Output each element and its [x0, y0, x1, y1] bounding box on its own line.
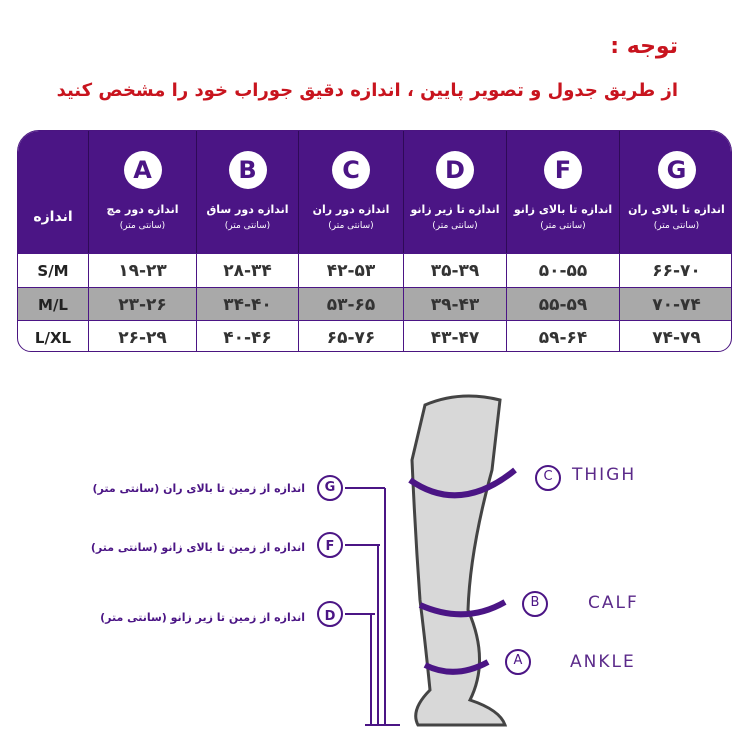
girth-label: ANKLE — [570, 652, 636, 672]
size-value: ۷۰-۷۴ — [619, 288, 731, 321]
letter-badge: G — [657, 151, 696, 189]
leg-diagram — [317, 394, 561, 727]
size-value: ۶۶-۷۰ — [619, 254, 731, 288]
notice-title: توجه : — [610, 34, 678, 59]
size-value: ۵۳-۶۵ — [298, 288, 403, 321]
height-letter: F — [325, 539, 335, 554]
column-header-f: F اندازه تا بالای زانو (سانتی متر) — [506, 131, 619, 253]
letter-badge: F — [544, 151, 582, 189]
column-unit: (سانتی متر) — [653, 221, 700, 231]
column-header-g: G اندازه تا بالای ران (سانتی متر) — [619, 131, 731, 253]
leg-outline — [410, 394, 508, 727]
column-unit: (سانتی متر) — [540, 221, 586, 231]
measure-lines — [345, 487, 400, 726]
girth-letter: A — [513, 653, 523, 668]
girth-letter: B — [530, 595, 540, 610]
size-value: ۶۵-۷۶ — [298, 321, 403, 351]
letter-badge: D — [436, 151, 474, 189]
height-label: اندازه از زمین تا زیر زانو (سانتی متر) — [100, 611, 305, 624]
size-label: S/M — [37, 262, 69, 280]
height-label: اندازه از زمین تا بالای زانو (سانتی متر) — [90, 541, 305, 554]
column-header-a: A اندازه دور مچ (سانتی متر) — [88, 131, 196, 253]
size-value: ۳۴-۴۰ — [196, 288, 298, 321]
height-letter: D — [324, 609, 336, 624]
letter-badge: A — [123, 151, 162, 189]
column-label: اندازه دور ساق — [206, 203, 289, 216]
column-unit: (سانتی متر) — [224, 221, 271, 231]
column-header-c: C اندازه دور ران (سانتی متر) — [298, 131, 403, 253]
table-header: اندازه A اندازه دور مچ (سانتی متر) B اندازه … — [18, 131, 731, 253]
size-label: L/XL — [34, 328, 72, 347]
size-value: ۴۰-۴۶ — [196, 321, 298, 351]
letter-badge: C — [332, 151, 370, 189]
column-header-d: D اندازه تا زیر زانو (سانتی متر) — [403, 131, 506, 253]
height-letter: G — [324, 480, 336, 495]
size-value: ۴۳-۴۷ — [403, 321, 506, 351]
column-unit: (سانتی متر) — [119, 221, 166, 231]
column-label: اندازه تا بالای زانو — [513, 203, 613, 216]
height-label: اندازه از زمین تا بالای ران (سانتی متر) — [92, 482, 305, 495]
column-label: اندازه تا بالای ران — [628, 203, 725, 216]
size-value: ۵۵-۵۹ — [506, 288, 619, 321]
size-value: ۷۴-۷۹ — [619, 321, 731, 351]
girth-label: THIGH — [572, 465, 637, 485]
column-header-b: B اندازه دور ساق (سانتی متر) — [196, 131, 298, 253]
notice-text: از طریق جدول و تصویر پایین ، اندازه دقیق… — [56, 80, 678, 101]
size-value: ۲۳-۲۶ — [88, 288, 196, 321]
column-label: اندازه دور ران — [312, 203, 390, 216]
girth-label: CALF — [588, 593, 639, 613]
girth-arrows — [408, 467, 517, 675]
column-label: اندازه دور مچ — [106, 203, 179, 216]
size-header: اندازه — [33, 209, 73, 225]
size-table: اندازه A اندازه دور مچ (سانتی متر) B اندازه … — [17, 130, 732, 352]
size-value: ۵۹-۶۴ — [506, 321, 619, 351]
size-value: ۲۶-۲۹ — [88, 321, 196, 351]
girth-letter: C — [543, 469, 553, 484]
size-value: ۳۵-۳۹ — [403, 254, 506, 288]
letter-badge: B — [228, 151, 267, 189]
column-unit: (سانتی متر) — [432, 221, 478, 231]
size-value: ۲۸-۳۴ — [196, 254, 298, 288]
size-label: M/L — [38, 295, 68, 314]
size-value: ۱۹-۲۳ — [88, 254, 196, 288]
column-unit: (سانتی متر) — [328, 221, 374, 231]
column-label: اندازه تا زیر زانو — [410, 203, 500, 216]
size-value: ۵۰-۵۵ — [506, 254, 619, 288]
size-value: ۴۲-۵۳ — [298, 254, 403, 288]
size-value: ۳۹-۴۳ — [403, 288, 506, 321]
